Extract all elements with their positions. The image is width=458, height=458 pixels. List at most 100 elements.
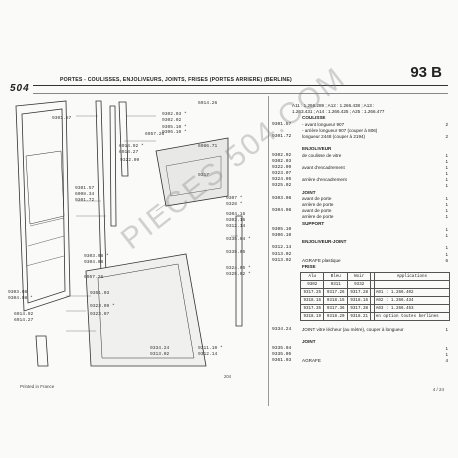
diagram-label: 9328 * <box>226 202 243 207</box>
diagram-label: 6008.34 <box>75 192 95 197</box>
door-window <box>25 150 65 225</box>
diagram-label: 9307 * <box>226 196 243 201</box>
diagram-label: 9325.02 * <box>226 272 251 277</box>
printed-in: Printed in France <box>20 384 55 389</box>
table-header: Bleu <box>323 272 348 281</box>
list-item: - arrière longueur 907 (couper à 806) <box>302 127 378 133</box>
diagram-label: 9305.10 * <box>162 125 187 130</box>
table-header-row: Alu Bleu Noir Applications <box>299 272 451 281</box>
diagram-label: 9361.03 <box>90 291 110 296</box>
diagram-label: 9313.02 <box>150 352 170 357</box>
diagram-label: 6914.27 <box>14 318 34 323</box>
diagram-label: 9304.08 <box>84 260 104 265</box>
diagram-label: 6986.71 <box>198 144 218 149</box>
diagram-label: 9335.04 * <box>226 237 251 242</box>
list-item: ENJOLIVEUR-JOINT <box>302 239 347 245</box>
trim-panel <box>155 137 229 207</box>
trim-panel-detail <box>165 155 222 197</box>
list-item: A11 : 1.266.289 ; A12 : 1.266.438 ; A13 … <box>292 103 375 108</box>
diagram-label: 9304.16 <box>226 212 246 217</box>
diagram-label: 9323.09 * <box>90 304 115 309</box>
diagram-label: 9311.10 * <box>198 346 223 351</box>
diagram-label: 6957.26 <box>145 132 165 137</box>
page-number: 4 / 24 <box>432 387 444 392</box>
diagram-label: 9301.72 <box>75 198 95 203</box>
page-title: PORTES - COULISSES, ENJOLIVEURS, JOINTS,… <box>60 77 292 83</box>
list-item: FRISE <box>302 263 316 269</box>
diagram-label: 6957.26 <box>84 275 104 280</box>
list-item: JOINT <box>302 189 316 195</box>
diagram-label: 9322.09 <box>120 158 140 163</box>
header-rule-secondary <box>10 93 448 94</box>
diagram-label: 9303.16 <box>226 218 246 223</box>
diagram-label: 6914.27 <box>119 150 139 155</box>
title-main: PORTES - COULISSES, ENJOLIVEURS, JOINTS,… <box>60 77 263 83</box>
channel-strip-c <box>118 101 129 177</box>
list-item: 1.263.431 ; A14 : 1.266.425 ; A25 : 1.26… <box>292 109 385 115</box>
list-item: SUPPORT <box>302 220 325 226</box>
diagram-label: 9303.08 <box>8 290 28 295</box>
channel-strip-a <box>95 100 107 277</box>
door-frame-inner <box>21 108 66 304</box>
channel-strip-b <box>109 105 117 227</box>
model-logo: 504 <box>10 83 33 94</box>
table-header: Applications <box>373 272 451 281</box>
quarter-window-inner <box>97 263 195 359</box>
diagram-label: 9324.05 * <box>226 266 251 271</box>
leader-lines <box>66 115 238 332</box>
diagram-label: 9335.05 <box>226 250 246 255</box>
diagram-label: 9301.57 <box>52 116 72 121</box>
diagram-label: 9306.10 * <box>162 130 187 135</box>
list-item: ENJOLIVEUR <box>302 146 332 152</box>
diagram-label: 9317 <box>198 173 210 178</box>
diagram-label: 6914.92 <box>14 312 34 317</box>
diagram-label: 9323.07 <box>90 312 110 317</box>
table-header: Noir <box>346 272 372 281</box>
column-divider <box>268 96 269 406</box>
diagram-label: 9302.02 <box>162 118 182 123</box>
door-panel-lines <box>25 217 65 267</box>
diagram-label: 6914.26 <box>198 101 218 106</box>
diagram-label: 9312.14 <box>226 224 246 229</box>
header-rule <box>10 85 448 86</box>
door-frame-outer <box>15 100 71 312</box>
diagram-label: 9312.14 <box>198 352 218 357</box>
diagram-label: 9304.08 * <box>8 296 33 301</box>
diagram-label: 6914.92 * <box>119 144 144 149</box>
diagram-label: 9301.57 <box>75 186 95 191</box>
quarter-window-frame <box>85 253 207 367</box>
exploded-view-diagram <box>15 100 243 367</box>
list-item: COULISSE <box>302 115 326 121</box>
figure-number: 204 <box>224 374 231 379</box>
list-item: JOINT <box>302 339 316 345</box>
diagram-label: 9302.03 * <box>162 112 187 117</box>
table-header: Alu <box>299 272 325 281</box>
parts-list: A11 : 1.266.289 ; A12 : 1.266.438 ; A13 … <box>272 103 448 270</box>
